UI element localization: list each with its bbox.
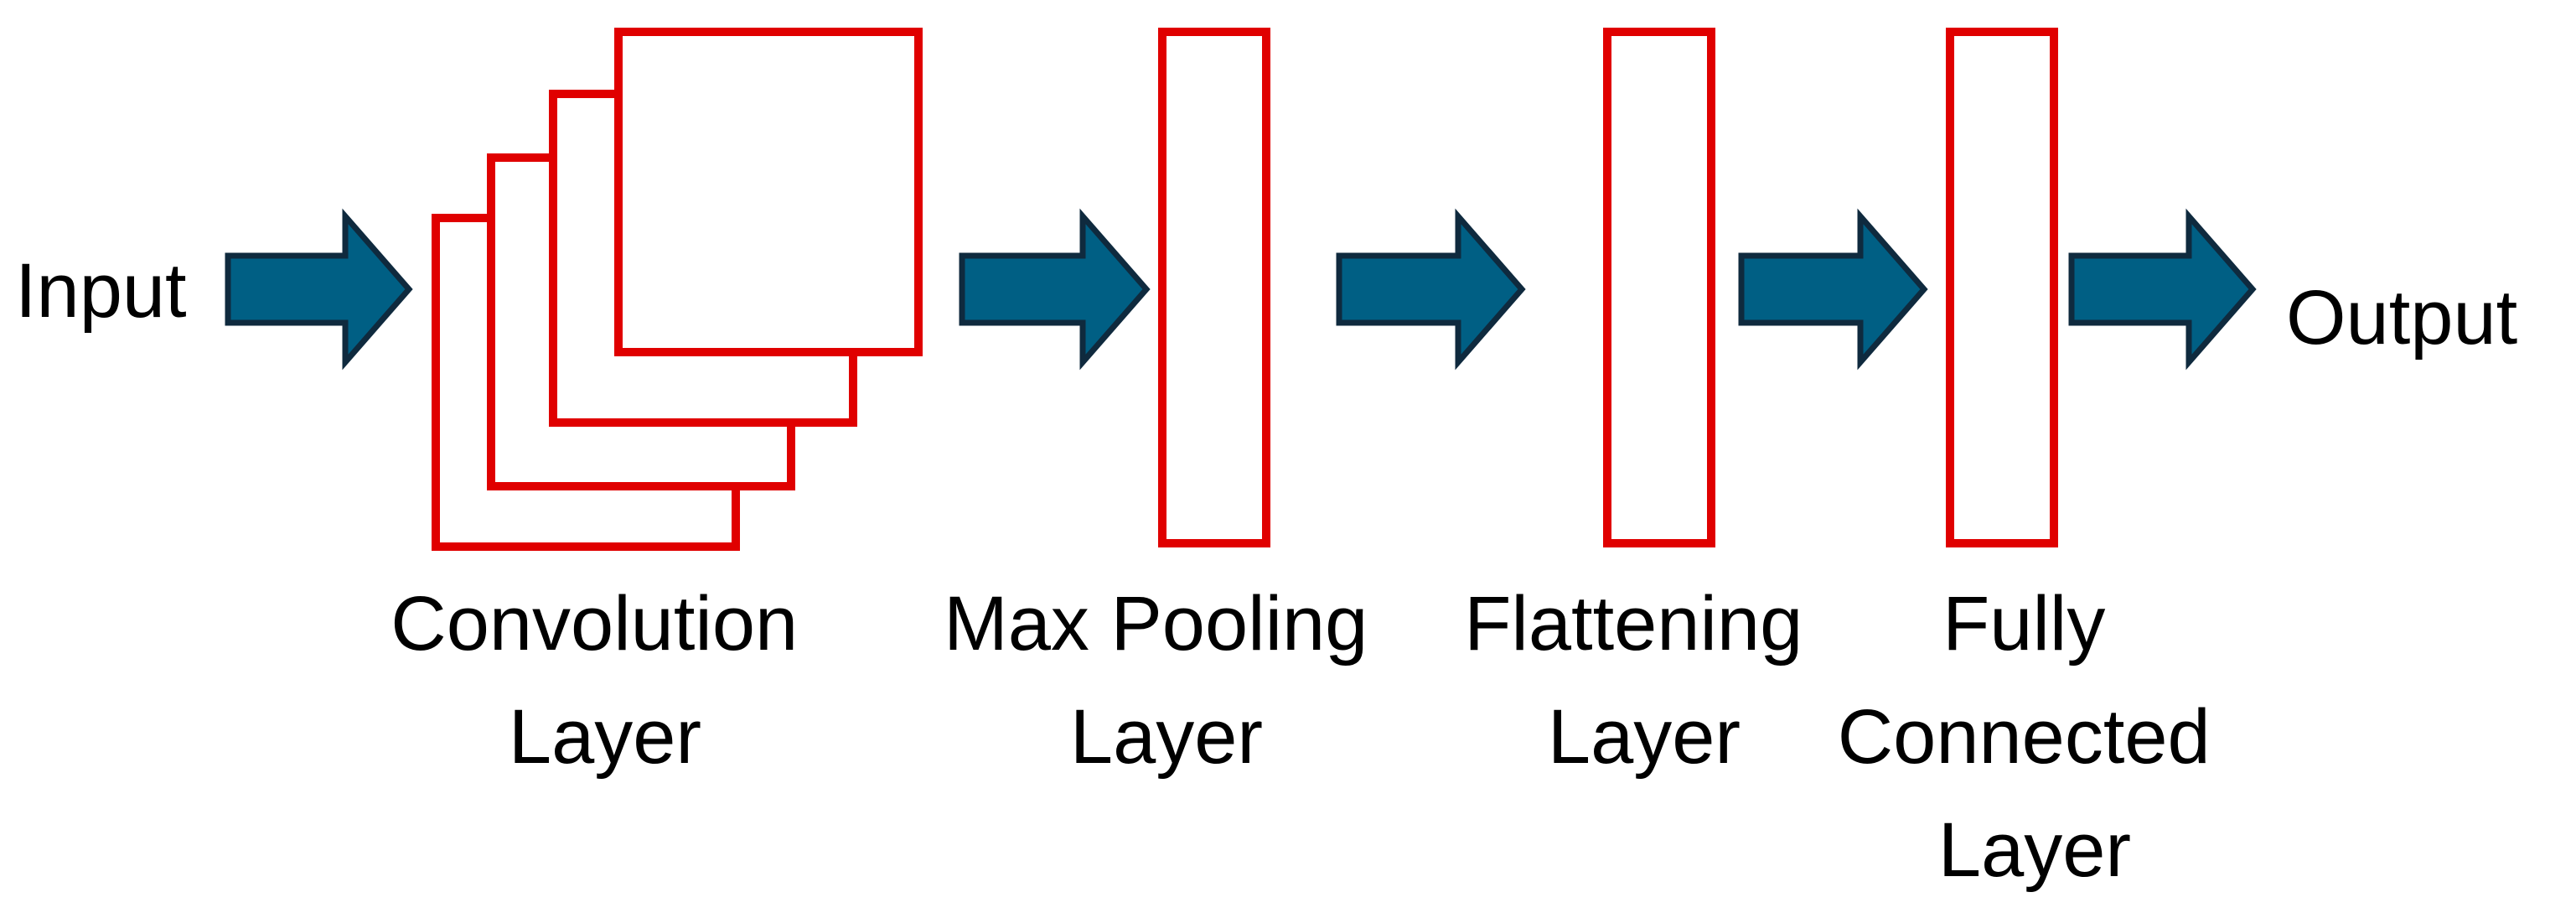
caption-line: Layer: [1070, 694, 1263, 780]
fully-connected-layer-box: [1946, 28, 2058, 547]
caption-line: Layer: [1548, 694, 1741, 780]
max-pooling-layer-caption: Max Pooling Layer: [944, 581, 1389, 780]
right-block-arrow-icon: [1738, 208, 1928, 371]
flattening-layer-caption: Flattening Layer: [1464, 581, 1824, 780]
fully-connected-layer-caption: Fully Connected Layer: [1838, 581, 2232, 893]
convolution-layer-caption: Convolution Layer: [391, 581, 819, 780]
output-label: Output: [2286, 275, 2517, 361]
input-label: Input: [15, 248, 187, 334]
caption-line: Layer: [509, 694, 701, 780]
caption-line: Layer: [1938, 807, 2131, 893]
caption-line: Connected: [1838, 694, 2211, 780]
convolution-feature-map-4: [614, 28, 923, 356]
caption-line: Max Pooling: [944, 581, 1368, 667]
caption-line: Fully: [1942, 581, 2105, 667]
caption-line: Convolution: [391, 581, 798, 667]
caption-line: Flattening: [1464, 581, 1803, 667]
max-pooling-layer-box: [1158, 28, 1270, 547]
right-block-arrow-icon: [2068, 208, 2257, 371]
convolution-layer-stack: [432, 28, 923, 551]
right-block-arrow-icon: [959, 208, 1151, 371]
right-block-arrow-icon: [1336, 208, 1526, 371]
flattening-layer-box: [1603, 28, 1715, 547]
right-block-arrow-icon: [225, 208, 413, 371]
